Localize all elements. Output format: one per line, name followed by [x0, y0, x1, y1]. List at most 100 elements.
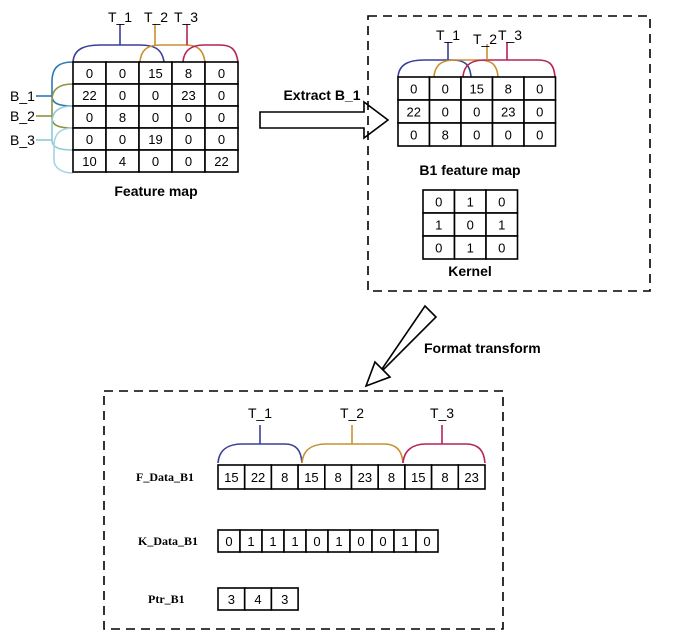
b1-map-cell	[523, 122, 557, 147]
f-data-cell	[457, 464, 486, 490]
feature-map-value: 0	[185, 132, 192, 147]
extract-arrow-shape	[259, 100, 390, 140]
b1-map-value: 0	[442, 82, 449, 97]
feature-map-value: 0	[119, 88, 126, 103]
feature-map-value: 0	[218, 132, 225, 147]
b1-bracket-t3	[462, 59, 556, 78]
fm-row-label-b1: B_1	[10, 88, 35, 104]
kernel-value: 0	[498, 241, 505, 256]
feature-map-value: 19	[148, 132, 162, 147]
bracket-b3	[51, 105, 74, 151]
fm-col-label-t2: T_2	[144, 9, 168, 25]
feature-map-value: 0	[218, 66, 225, 81]
f-data-value: 15	[304, 470, 318, 485]
k-data-value: 1	[269, 534, 276, 549]
ptr-value: 4	[254, 592, 261, 607]
k-data-value: 1	[401, 534, 408, 549]
feature-map-value: 4	[119, 154, 126, 169]
f-data-value: 8	[388, 470, 395, 485]
extract-arrow-label: Extract B_1	[283, 87, 360, 103]
k-data-value: 1	[247, 534, 254, 549]
f-data-value: 8	[441, 470, 448, 485]
b1-map-value: 0	[536, 128, 543, 143]
kernel-value: 0	[435, 195, 442, 210]
f-data-value: 15	[224, 470, 238, 485]
feature-map-value: 23	[181, 88, 195, 103]
b1-bracket-t1	[397, 59, 472, 78]
kernel-value: 1	[467, 195, 474, 210]
fmt-group-label-t3: T_3	[430, 405, 454, 421]
k-data-value: 0	[313, 534, 320, 549]
b1-bracket-t2	[433, 59, 499, 78]
fmt-bracket-t3	[402, 443, 486, 464]
b1-col-label-t3: T_3	[498, 27, 522, 43]
k-data-label: K_Data_B1	[138, 534, 198, 548]
feature-map-value: 8	[185, 66, 192, 81]
fmt-group-label-t2: T_2	[340, 405, 364, 421]
ptr-label: Ptr_B1	[148, 592, 185, 606]
fm-row-label-b2: B_2	[10, 108, 35, 124]
b1-map-value: 0	[536, 105, 543, 120]
feature-map-value: 0	[152, 88, 159, 103]
k-data-value: 0	[357, 534, 364, 549]
format-arrow: Format transform	[364, 304, 541, 388]
b1-map-value: 8	[505, 82, 512, 97]
k-data-value: 0	[379, 534, 386, 549]
extract-arrow: Extract B_1	[259, 87, 390, 140]
ptr-value: 3	[228, 592, 235, 607]
fmt-bracket-t1	[217, 443, 303, 464]
k-data-value: 0	[225, 534, 232, 549]
bracket-b4	[53, 127, 74, 174]
f-data-value: 23	[464, 470, 478, 485]
f-data-cell	[430, 464, 460, 490]
feature-map-value: 0	[185, 110, 192, 125]
fm-row-label-b3: B_3	[10, 132, 35, 148]
bracket-b2	[51, 83, 74, 129]
b1-col-label-t1: T_1	[436, 27, 460, 43]
kernel-value: 1	[435, 218, 442, 233]
kernel-value: 1	[498, 218, 505, 233]
k-data-value: 1	[291, 534, 298, 549]
ptr-array: 3 4 3	[217, 587, 299, 611]
feature-map-value: 0	[185, 154, 192, 169]
feature-map-value: 15	[148, 66, 162, 81]
format-arrow-label: Format transform	[424, 340, 541, 356]
feature-map-value: 0	[119, 66, 126, 81]
feature-map-value: 0	[218, 88, 225, 103]
b1-map-value: 0	[505, 128, 512, 143]
f-data-value: 8	[335, 470, 342, 485]
ptr-value: 3	[281, 592, 288, 607]
kernel-value: 0	[498, 195, 505, 210]
b1-map-value: 0	[473, 105, 480, 120]
f-data-label: F_Data_B1	[136, 470, 194, 484]
f-data-cell	[377, 464, 406, 490]
feature-map-caption: Feature map	[114, 183, 197, 199]
feature-map-value: 10	[82, 154, 96, 169]
b1-map-value: 0	[442, 105, 449, 120]
feature-map-value: 22	[214, 154, 228, 169]
feature-map-value: 0	[119, 132, 126, 147]
b1-map-value: 0	[536, 82, 543, 97]
feature-map-value: 0	[152, 154, 159, 169]
k-data-cell	[415, 529, 439, 553]
f-data-value: 22	[251, 470, 265, 485]
f-data-value: 23	[358, 470, 372, 485]
kernel-value: 1	[467, 241, 474, 256]
b1-map-value: 0	[410, 128, 417, 143]
b1-map-value: 0	[410, 82, 417, 97]
format-arrow-shape	[364, 304, 438, 388]
bracket-t3	[182, 44, 239, 63]
bracket-t1	[72, 44, 165, 63]
feature-map-value: 0	[86, 110, 93, 125]
bracket-t2	[139, 44, 206, 63]
